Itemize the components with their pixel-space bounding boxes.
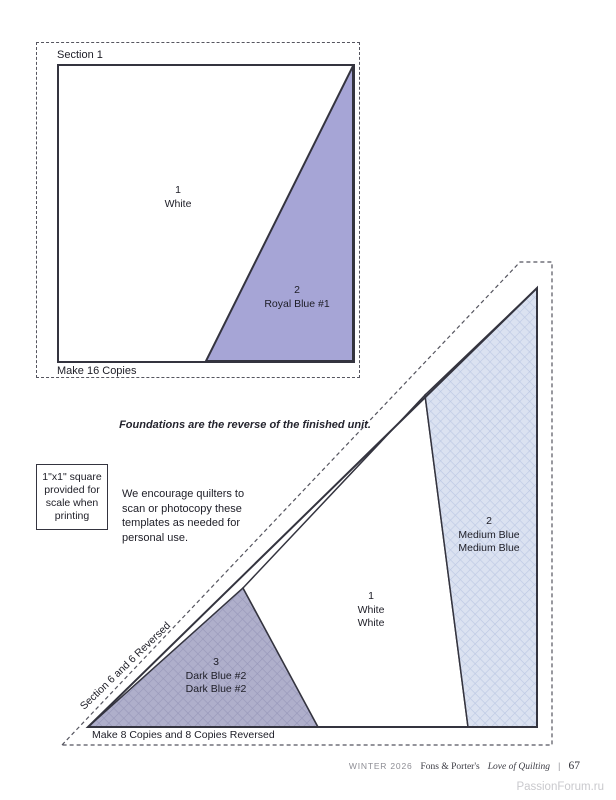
medium-blue-patch-label: 2 Medium Blue Medium Blue bbox=[429, 515, 549, 556]
white-patch-label: 1 White bbox=[118, 184, 238, 211]
royal-blue-patch bbox=[204, 66, 353, 361]
copy-note-line: templates as needed for bbox=[122, 517, 241, 530]
footer-magazine-title: Love of Quilting bbox=[487, 762, 551, 772]
section6-solid-outline bbox=[85, 285, 538, 728]
section1-dashed-cutline: Section 1 1 White 2 Royal Blue #1 Make 1… bbox=[36, 42, 360, 378]
scale-box-line: provided for bbox=[44, 484, 100, 497]
footer-brand: Fons & Porter's bbox=[420, 762, 480, 772]
dark-blue-patch-label: 3 Dark Blue #2 Dark Blue #2 bbox=[156, 656, 276, 697]
patch-fabric: Medium Blue bbox=[458, 542, 520, 555]
scale-box-line: printing bbox=[54, 509, 90, 522]
copy-note-line: scan or photocopy these bbox=[122, 502, 242, 515]
copy-note-line: We encourage quilters to bbox=[122, 488, 245, 500]
watermark: PassionForum.ru bbox=[516, 781, 604, 793]
page-footer: WINTER 2026 Fons & Porter's Love of Quil… bbox=[349, 760, 580, 772]
patch-fabric: White bbox=[164, 197, 192, 210]
footer-page-number: 67 bbox=[568, 760, 581, 772]
patch-fabric: White bbox=[357, 617, 385, 630]
patch-number: 2 bbox=[486, 515, 492, 527]
patch-fabric: Medium Blue bbox=[458, 528, 520, 541]
footer-divider: | bbox=[558, 761, 561, 772]
scale-box-line: scale when bbox=[45, 497, 99, 509]
white-patch-label-section6: 1 White White bbox=[311, 590, 431, 631]
section1-make-copies-note: Make 16 Copies bbox=[57, 365, 137, 377]
royal-blue-patch-label: 2 Royal Blue #1 bbox=[237, 284, 357, 311]
patch-fabric: White bbox=[357, 603, 385, 616]
patch-fabric: Dark Blue #2 bbox=[185, 669, 247, 682]
patch-fabric: Dark Blue #2 bbox=[185, 683, 247, 696]
patch-fabric: Royal Blue #1 bbox=[264, 297, 330, 310]
patch-number: 3 bbox=[213, 656, 219, 668]
section1-foundation-block: 1 White 2 Royal Blue #1 bbox=[57, 64, 355, 363]
patch-number: 1 bbox=[175, 184, 181, 196]
scale-box-line: 1"x1" square bbox=[42, 471, 102, 484]
scale-reference-square: 1"x1" square provided for scale when pri… bbox=[36, 464, 108, 530]
copy-note-line: personal use. bbox=[122, 531, 189, 544]
footer-issue: WINTER 2026 bbox=[348, 761, 413, 771]
reverse-note: Foundations are the reverse of the finis… bbox=[119, 419, 371, 431]
section6-make-copies-note: Make 8 Copies and 8 Copies Reversed bbox=[92, 729, 275, 741]
patch-number: 2 bbox=[294, 284, 300, 296]
photocopy-permission-note: We encourage quilters to scan or photoco… bbox=[122, 487, 244, 545]
patch-number: 1 bbox=[368, 590, 374, 602]
section1-label: Section 1 bbox=[57, 49, 103, 61]
section1-diagram bbox=[204, 66, 353, 361]
section6-dashed-cutline bbox=[60, 261, 553, 746]
